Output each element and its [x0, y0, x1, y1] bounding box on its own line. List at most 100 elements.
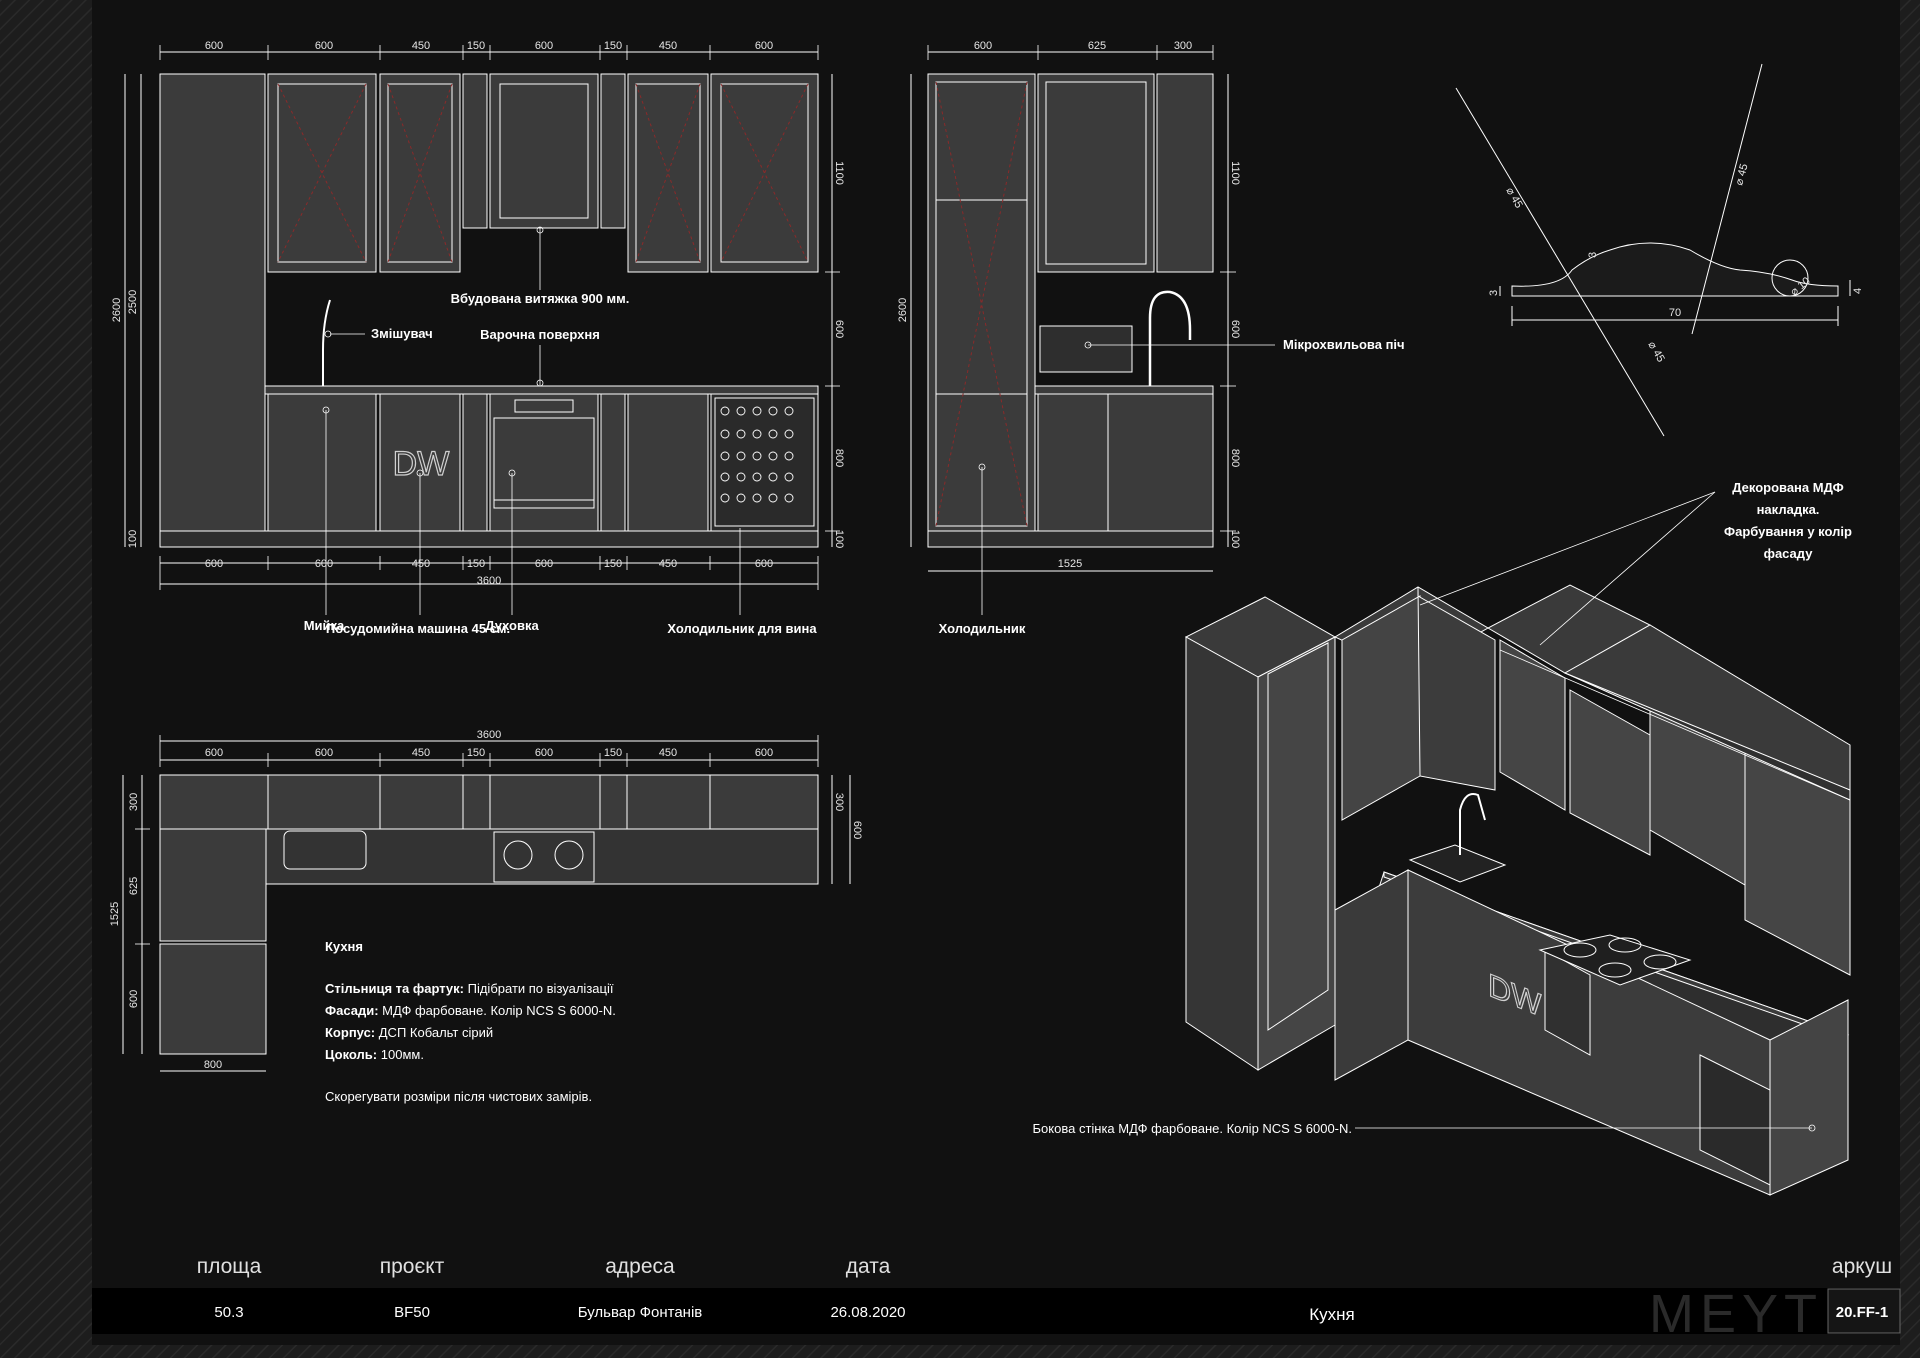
- value-project: BF50: [394, 1304, 430, 1321]
- side-dim-base: 800: [1229, 449, 1241, 467]
- label-oven: Духовка: [485, 618, 539, 633]
- dim-bottom-3: 450: [412, 558, 430, 570]
- spec-row-facades: Фасади: МДФ фарбоване. Колір NCS S 6000-…: [325, 1003, 616, 1018]
- front-elevation: [124, 45, 840, 615]
- isometric-view: [1184, 491, 1851, 1196]
- front-elevation-text: 600 600 450 150 600 150 450 600 600 600 …: [111, 40, 845, 636]
- spec-title: Кухня: [325, 939, 363, 954]
- dim-top-1: 600: [205, 40, 223, 52]
- value-title: Кухня: [1309, 1305, 1355, 1324]
- callout-top-line-4: фасаду: [1764, 546, 1814, 561]
- label-cooktop: Варочна поверхня: [480, 327, 600, 342]
- spec-block: Кухня Стільниця та фартук: Підібрати по …: [325, 939, 616, 1104]
- dim-bottom-8: 600: [755, 558, 773, 570]
- label-mixer: Змішувач: [371, 326, 433, 341]
- dim-height-upper: 1100: [833, 161, 845, 185]
- plan-dim-left-625: 625: [128, 877, 140, 895]
- profile-dim-4: 4: [1852, 288, 1864, 294]
- side-dim-plinth: 100: [1229, 530, 1241, 548]
- value-area: 50.3: [214, 1304, 243, 1321]
- title-block: площа проєкт адреса дата аркуш 50.3 BF50…: [92, 1255, 1901, 1344]
- callout-top-line-1: Декорована МДФ: [1732, 480, 1844, 495]
- header-area: площа: [197, 1255, 262, 1278]
- profile-dim-3-left: 3: [1488, 290, 1500, 296]
- header-sheet: аркуш: [1832, 1255, 1892, 1278]
- label-fridge: Холодильник: [939, 621, 1026, 636]
- plan-dim-6: 150: [604, 747, 622, 759]
- spec-note: Скорегувати розміри після чистових замір…: [325, 1089, 592, 1104]
- brand-logo: MEYT: [1649, 1284, 1823, 1344]
- side-elevation: [910, 45, 1275, 615]
- dim-top-4: 150: [467, 40, 485, 52]
- profile-dim-3-top: 3: [1587, 252, 1599, 258]
- spec-key-plinth: Цоколь:: [325, 1047, 377, 1062]
- spec-key-countertop: Стільниця та фартук:: [325, 981, 464, 996]
- header-project: проєкт: [380, 1255, 445, 1278]
- sheet-number-box: [1827, 1288, 1901, 1334]
- callout-top-line-2: накладка.: [1757, 502, 1820, 517]
- dim-height-base: 800: [833, 449, 845, 467]
- dim-height-total: 2600: [111, 298, 123, 322]
- callout-top-line-3: Фарбування у колір: [1724, 524, 1852, 539]
- profile-dim-diameter-2: ⌀ 45: [1733, 162, 1750, 186]
- plan-dim-2: 600: [315, 747, 333, 759]
- label-hood: Вбудована витяжка 900 мм.: [451, 291, 630, 306]
- value-address: Бульвар Фонтанів: [578, 1304, 703, 1321]
- dim-bottom-1: 600: [205, 558, 223, 570]
- side-dim-backsplash: 600: [1229, 320, 1241, 338]
- label-wine-fridge: Холодильник для вина: [667, 621, 817, 636]
- label-dishwasher: Посудомийна машина 45 см.: [326, 621, 510, 636]
- spec-value-body: ДСП Кобальт сірий: [375, 1025, 493, 1040]
- plan-dim-7: 450: [659, 747, 677, 759]
- spec-value-plinth: 100мм.: [377, 1047, 424, 1062]
- dim-top-8: 600: [755, 40, 773, 52]
- dim-bottom-6: 150: [604, 558, 622, 570]
- side-dim-total: 1525: [1058, 558, 1082, 570]
- value-sheet: 20.FF-1: [1836, 1304, 1889, 1321]
- dim-top-7: 450: [659, 40, 677, 52]
- spec-row-countertop: Стільниця та фартук: Підібрати по візуал…: [325, 981, 614, 996]
- header-date: дата: [846, 1255, 891, 1278]
- title-bar: [92, 1288, 1900, 1334]
- side-dim-top-1: 600: [974, 40, 992, 52]
- plan-view: [122, 735, 851, 1072]
- plan-dim-bottom: 800: [204, 1059, 222, 1071]
- plan-dim-3: 450: [412, 747, 430, 759]
- plan-dim-8: 600: [755, 747, 773, 759]
- header-address: адреса: [605, 1255, 675, 1278]
- side-elevation-text: 600 625 300 1525 2600 1100 600 800 100 М…: [897, 40, 1405, 636]
- dim-height-backsplash: 600: [833, 320, 845, 338]
- dim-top-3: 450: [412, 40, 430, 52]
- plan-dim-right-600: 600: [851, 821, 863, 839]
- side-dim-upper: 1100: [1229, 161, 1241, 185]
- callout-side-panel: Бокова стінка МДФ фарбоване. Колір NCS S…: [1033, 1121, 1352, 1136]
- dim-top-5: 600: [535, 40, 553, 52]
- spec-row-plinth: Цоколь: 100мм.: [325, 1047, 424, 1062]
- plan-dim-right-300: 300: [833, 793, 845, 811]
- plan-dim-left-300: 300: [128, 793, 140, 811]
- dim-bottom-5: 600: [535, 558, 553, 570]
- spec-key-body: Корпус:: [325, 1025, 375, 1040]
- dim-height-column: 2500: [127, 290, 139, 314]
- dim-bottom-4: 150: [467, 558, 485, 570]
- value-date: 26.08.2020: [830, 1304, 905, 1321]
- plan-dim-total: 3600: [477, 729, 501, 741]
- plan-dim-1: 600: [205, 747, 223, 759]
- plan-dim-left-600: 600: [128, 990, 140, 1008]
- dim-top-2: 600: [315, 40, 333, 52]
- dim-bottom-7: 450: [659, 558, 677, 570]
- profile-dim-length: 70: [1669, 307, 1681, 319]
- label-microwave: Мікрохвильова піч: [1283, 337, 1405, 352]
- dim-height-plinth-right: 100: [833, 530, 845, 548]
- spec-value-facades: МДФ фарбоване. Колір NCS S 6000-N.: [379, 1003, 616, 1018]
- plan-view-text: 3600 600 600 450 150 600 150 450 600 300…: [109, 729, 863, 1071]
- spec-value-countertop: Підібрати по візуалізації: [464, 981, 614, 996]
- plan-dim-4: 150: [467, 747, 485, 759]
- plan-dim-left-total: 1525: [109, 902, 121, 926]
- spec-key-facades: Фасади:: [325, 1003, 379, 1018]
- label-sink: Мийка: [304, 618, 345, 633]
- dim-bottom-2: 600: [315, 558, 333, 570]
- dim-top-6: 150: [604, 40, 622, 52]
- side-dim-height: 2600: [897, 298, 909, 322]
